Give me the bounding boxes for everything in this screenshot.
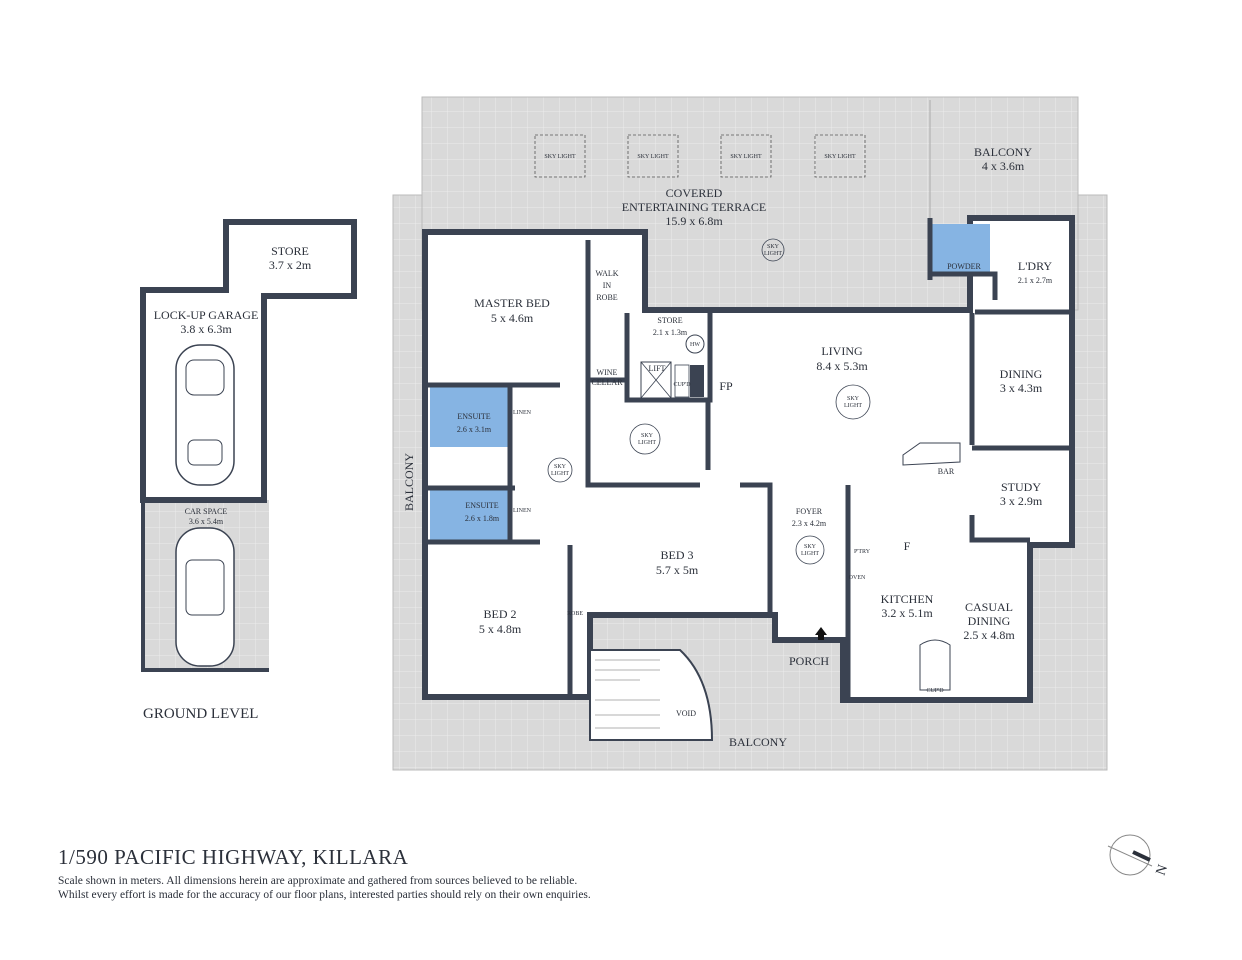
casual-dining-label: CASUAL bbox=[965, 600, 1013, 614]
disclaimer: Scale shown in meters. All dimensions he… bbox=[58, 874, 591, 902]
hw-label: HW bbox=[690, 342, 700, 348]
study-size: 3 x 2.9m bbox=[1000, 494, 1043, 508]
fireplace-label: FP bbox=[719, 379, 733, 393]
pantry-label: P'TRY bbox=[854, 549, 871, 555]
address-title: 1/590 PACIFIC HIGHWAY, KILLARA bbox=[58, 845, 409, 869]
skylight-label: SKY LIGHT bbox=[637, 154, 669, 160]
robe-label-2: IN bbox=[603, 281, 612, 290]
cupboard-label: CUP'D bbox=[673, 382, 691, 388]
casual-dining-label-2: DINING bbox=[968, 614, 1011, 628]
store-garage-label: STORE bbox=[271, 244, 309, 258]
ensuite-2-floor bbox=[430, 490, 510, 540]
skylight-label: SKY LIGHT bbox=[544, 154, 576, 160]
fridge-label: F bbox=[904, 539, 911, 553]
terrace-size: 15.9 x 6.8m bbox=[665, 214, 723, 228]
car-icon bbox=[175, 344, 235, 486]
skylight-label: LIGHT bbox=[844, 403, 862, 409]
skylight-label: LIGHT bbox=[801, 551, 819, 557]
living-size: 8.4 x 5.3m bbox=[816, 359, 868, 373]
kitchen-size: 3.2 x 5.1m bbox=[881, 606, 933, 620]
void-label: VOID bbox=[676, 709, 696, 718]
sky-light-octagons bbox=[547, 238, 871, 565]
compass-icon: N bbox=[1107, 834, 1172, 878]
terrace-label-2: ENTERTAINING TERRACE bbox=[622, 200, 766, 214]
wine-cellar-label-2: CELLAR bbox=[591, 378, 623, 387]
skylights bbox=[534, 134, 866, 178]
store-garage-size: 3.7 x 2m bbox=[269, 258, 312, 272]
skylight-label: SKY bbox=[554, 464, 567, 470]
master-bed-label: MASTER BED bbox=[474, 296, 550, 310]
study-label: STUDY bbox=[1001, 480, 1041, 494]
foyer-size: 2.3 x 4.2m bbox=[792, 519, 827, 528]
skylight-label: SKY bbox=[767, 244, 780, 250]
compass-north-label: N bbox=[1154, 863, 1172, 878]
linen-label: LINEN bbox=[513, 410, 532, 416]
casual-dining-size: 2.5 x 4.8m bbox=[963, 628, 1015, 642]
disclaimer-line-1: Scale shown in meters. All dimensions he… bbox=[58, 875, 578, 887]
bed3-label: BED 3 bbox=[661, 548, 694, 562]
level-label: GROUND LEVEL bbox=[143, 706, 259, 722]
car-space-size: 3.6 x 5.4m bbox=[189, 517, 224, 526]
dining-label: DINING bbox=[1000, 367, 1043, 381]
linen-label: LINEN bbox=[513, 508, 532, 514]
garage-label: LOCK-UP GARAGE bbox=[154, 308, 259, 322]
oven-label: OVEN bbox=[849, 575, 866, 581]
garage-walls bbox=[140, 219, 357, 503]
powder-floor bbox=[932, 224, 990, 274]
ensuite-1-floor bbox=[430, 387, 510, 447]
skylight-label: SKY bbox=[804, 544, 817, 550]
skylight-label: SKY bbox=[641, 433, 654, 439]
skylight-label: SKY LIGHT bbox=[824, 154, 856, 160]
ensuite-1-label: ENSUITE bbox=[457, 412, 490, 421]
disclaimer-line-2: Whilst every effort is made for the accu… bbox=[58, 889, 591, 901]
lift-label: LIFT bbox=[649, 364, 666, 373]
bed3-size: 5.7 x 5m bbox=[656, 563, 699, 577]
robe-label-3: ROBE bbox=[596, 293, 617, 302]
entry-arrow-icon bbox=[815, 627, 827, 640]
balcony-side-label: BALCONY bbox=[402, 453, 416, 511]
skylight-label: SKY LIGHT bbox=[730, 154, 762, 160]
wine-cellar-label: WINE bbox=[597, 368, 618, 377]
garage-block bbox=[140, 219, 357, 672]
skylight-label: SKY bbox=[847, 396, 860, 402]
cupboard-kitchen-label: CUP'D bbox=[926, 688, 944, 694]
porch-label: PORCH bbox=[789, 654, 829, 668]
ensuite-2-size: 2.6 x 1.8m bbox=[465, 514, 500, 523]
master-bed-size: 5 x 4.6m bbox=[491, 311, 534, 325]
car-space-label: CAR SPACE bbox=[185, 507, 228, 516]
balcony-bottom-label: BALCONY bbox=[729, 735, 787, 749]
store-label: STORE bbox=[657, 316, 682, 325]
dining-size: 3 x 4.3m bbox=[1000, 381, 1043, 395]
skylight-label: LIGHT bbox=[638, 440, 656, 446]
ensuite-1-size: 2.6 x 3.1m bbox=[457, 425, 492, 434]
living-label: LIVING bbox=[821, 344, 863, 358]
robe-2-label: ROBE bbox=[567, 611, 583, 617]
powder-label: POWDER bbox=[947, 262, 981, 271]
hot-water-icon bbox=[685, 334, 705, 354]
stairs-void bbox=[589, 649, 714, 741]
convertible-car-icon bbox=[175, 527, 235, 667]
skylight-label: LIGHT bbox=[764, 251, 782, 257]
terrace-label: COVERED bbox=[666, 186, 723, 200]
ensuite-2-label: ENSUITE bbox=[465, 501, 498, 510]
foyer-label: FOYER bbox=[796, 507, 823, 516]
interior-walls bbox=[425, 218, 1072, 700]
kitchen-label: KITCHEN bbox=[881, 592, 934, 606]
skylight-label: LIGHT bbox=[551, 471, 569, 477]
kitchen-island bbox=[919, 639, 951, 691]
garage-size: 3.8 x 6.3m bbox=[180, 322, 232, 336]
laundry-label: L'DRY bbox=[1018, 259, 1053, 273]
bed2-label: BED 2 bbox=[484, 607, 517, 621]
robe-label: WALK bbox=[595, 269, 618, 278]
bed2-size: 5 x 4.8m bbox=[479, 622, 522, 636]
balcony-top-label: BALCONY bbox=[974, 145, 1032, 159]
balcony-top-size: 4 x 3.6m bbox=[982, 159, 1025, 173]
laundry-size: 2.1 x 2.7m bbox=[1018, 276, 1053, 285]
bar-label: BAR bbox=[938, 467, 955, 476]
store-size: 2.1 x 1.3m bbox=[653, 328, 688, 337]
